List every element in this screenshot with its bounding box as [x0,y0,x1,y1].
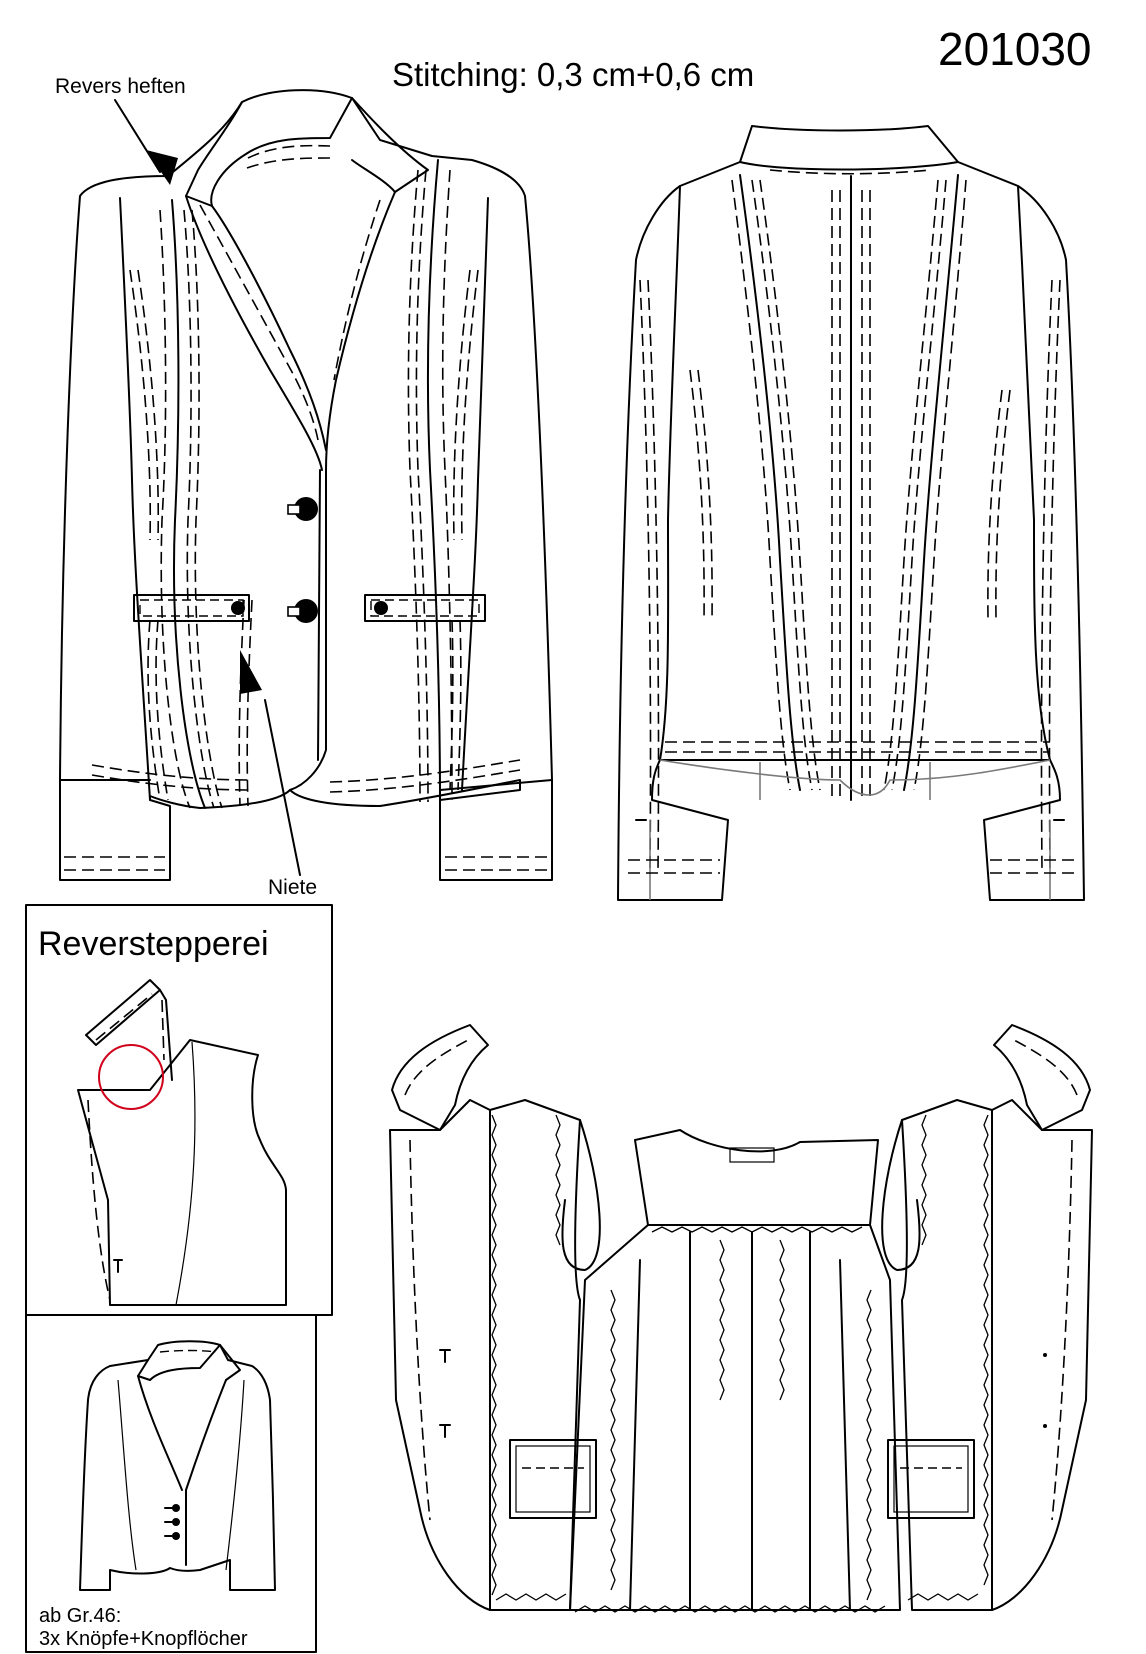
rivet-left [231,601,245,615]
size-variant-note-line-1: ab Gr.46: [39,1605,122,1627]
rivet-callout-label: Niete [268,876,318,899]
back-view-jacket [617,125,1085,901]
front-collar [185,97,353,207]
front-lapel-left [185,195,323,471]
front-tab-left [133,594,250,622]
front-lapel-right [325,191,396,471]
front-view-jacket [59,89,553,881]
size-variant-jacket [79,1340,276,1591]
lapel-stitching-detail [77,979,287,1306]
stitching-note: Stitching: 0,3 cm+0,6 cm [392,56,755,93]
inside-pocket-right [887,1439,975,1519]
rivet-arrow [240,650,262,694]
model-number: 201030 [938,23,1092,75]
size-variant-note-line-2: 3x Knöpfe+Knopflöcher [39,1628,248,1650]
front-tab-right [364,594,486,622]
front-button-lower [294,599,318,623]
rivet-right [374,601,388,615]
inside-lining-view [389,1024,1093,1613]
detail-box-title: Reverstepperei [38,925,269,963]
highlight-circle [98,1044,164,1110]
size-variant-frame [25,1314,317,1653]
inside-pocket-left [509,1439,597,1519]
revers-callout-label: Revers heften [55,75,186,98]
revers-arrow [146,150,178,185]
front-button-upper [294,497,318,521]
